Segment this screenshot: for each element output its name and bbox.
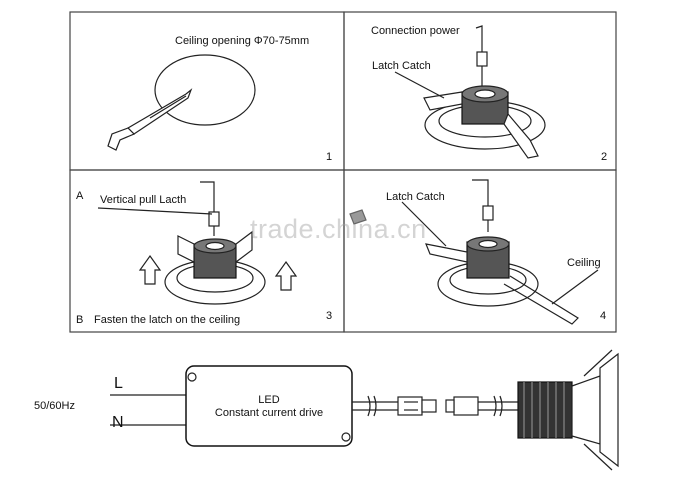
latch-right-icon [235, 230, 253, 264]
panel-3-illustration [97, 181, 298, 305]
watermark-text: trade.china.cn [250, 214, 427, 244]
wire-icon [200, 181, 215, 212]
panel-1-label: Ceiling opening Φ70-75mm [175, 35, 310, 47]
up-arrow-right-icon [274, 260, 298, 291]
neutral-label: N [112, 414, 124, 431]
led-heatsink-icon [517, 381, 573, 439]
panel-4-label-top: Latch Catch [386, 191, 445, 203]
panel-3-number: 3 [326, 310, 333, 322]
panel-grid [69, 11, 617, 333]
panel-2-illustration [394, 25, 546, 159]
panel-3-label-b: Fasten the latch on the ceiling [94, 314, 241, 326]
up-arrow-left-icon [138, 254, 162, 285]
latch-catch-left-icon [423, 91, 463, 111]
led-driver-box-icon [185, 365, 353, 447]
line-label: L [114, 375, 123, 392]
latch-catch-right-icon [503, 112, 539, 159]
knife-handle-icon [107, 127, 136, 151]
wire-icon [472, 179, 489, 206]
cable-break-icon [367, 395, 377, 417]
downlight-flange-icon [599, 352, 619, 468]
panel-4-frame [343, 169, 617, 333]
panel-4-illustration [349, 179, 599, 325]
panel-2-label-side: Latch Catch [372, 60, 431, 72]
male-connector-icon [397, 396, 423, 416]
panel-2-number: 2 [601, 151, 608, 163]
downlight-housing-icon [571, 375, 601, 445]
frequency-label: 50/60Hz [34, 400, 75, 412]
panel-1-illustration [107, 54, 256, 151]
power-wire-icon [475, 25, 483, 52]
fastened-arrow-icon [349, 209, 367, 225]
female-connector-icon [453, 396, 479, 416]
driver-label-line2: Constant current drive [214, 407, 324, 419]
wiring-illustration [110, 349, 619, 471]
panel-3-marker-b: B [76, 314, 84, 326]
panel-3-label-a: Vertical pull Lacth [100, 194, 187, 206]
panel-4-label-side: Ceiling [567, 257, 601, 269]
panel-1-number: 1 [326, 151, 333, 163]
latch-left-icon [177, 235, 195, 263]
ceiling-board-icon [503, 275, 579, 325]
driver-screw-icon [341, 432, 351, 442]
driver-label-line1: LED [258, 394, 280, 406]
panel-2-label-top: Connection power [371, 25, 460, 37]
panel-4-number: 4 [600, 310, 607, 322]
ceiling-hole-icon [154, 54, 256, 126]
driver-screw-icon [187, 372, 197, 382]
power-connector-icon [476, 51, 488, 67]
panel-3-marker-a: A [76, 190, 84, 202]
